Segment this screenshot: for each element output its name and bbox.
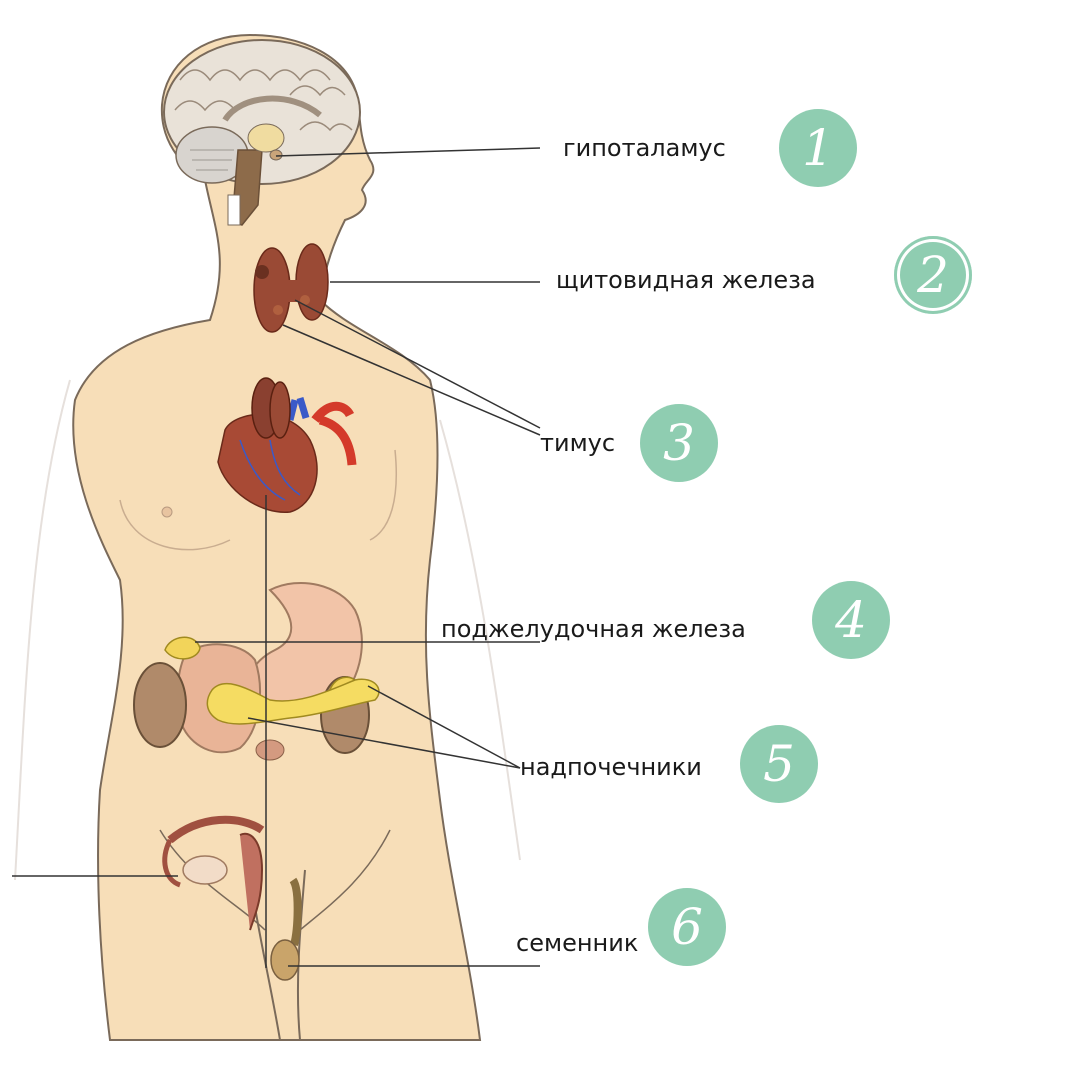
hypothalamus [248,124,284,152]
number-badge-6: 6 [648,888,726,966]
left-arm-outline [15,380,70,880]
number-badge-1: 1 [779,109,857,187]
label-adrenals: надпочечники [520,753,702,781]
number-badge-3: 3 [640,404,718,482]
number-badge-4: 4 [812,581,890,659]
body-silhouette [73,35,480,1040]
spinal-cord [228,195,240,225]
number-badge-2: 2 [894,236,972,314]
number-badge-5: 5 [740,725,818,803]
pituitary [270,150,282,160]
label-hypothalamus: гипоталамус [563,134,726,162]
nipple [162,507,172,517]
thymus-gland [252,378,290,438]
bowel-loop [256,740,284,760]
label-thymus: тимус [540,429,615,457]
label-testis: семенник [516,929,638,957]
label-pancreas: поджелудочная железа [441,615,746,643]
kidney-left [134,663,186,747]
label-thyroid: щитовидная железа [556,266,816,294]
